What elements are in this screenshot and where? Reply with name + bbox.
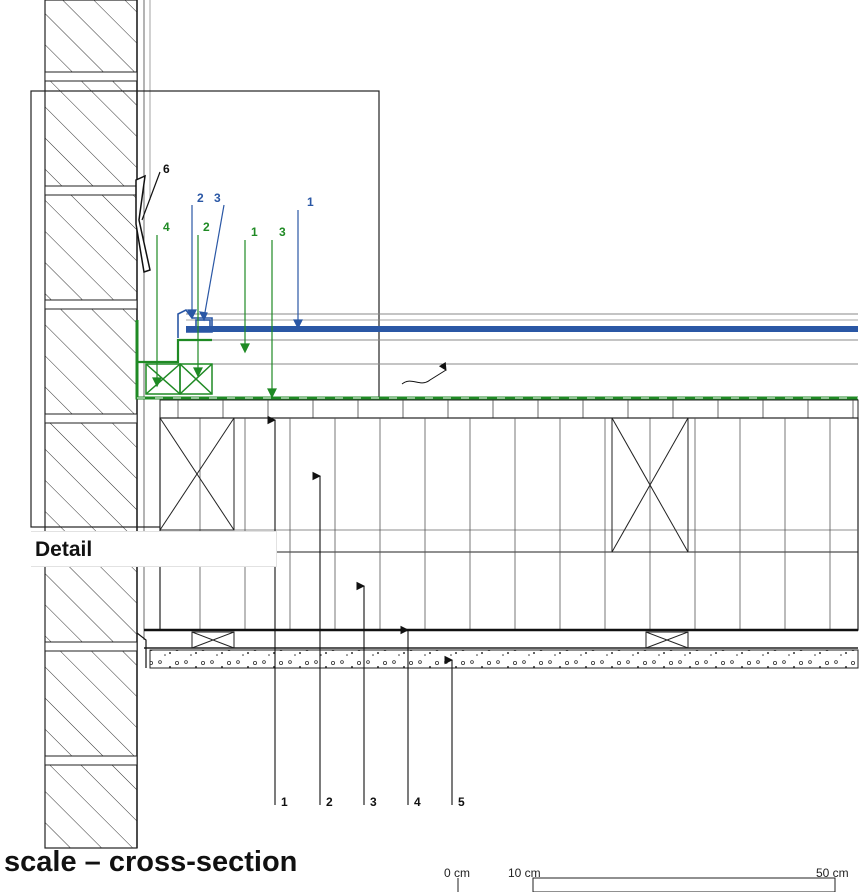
lower-callout-label: 4: [414, 795, 421, 809]
vapour-arrow: [401, 361, 447, 385]
blue-callouts: [187, 204, 303, 330]
decking-board-row: [159, 399, 859, 419]
lower-callouts: [267, 415, 454, 805]
lower-callout-label: 2: [326, 795, 333, 809]
blue-callout-labels: 2 3 1: [197, 191, 314, 209]
callout-6-label: 6: [163, 162, 170, 176]
green-callout-label: 3: [279, 225, 286, 239]
mortar-joints: [44, 71, 138, 766]
scale-label-0: 0 cm: [444, 866, 471, 880]
green-callout-label: 1: [251, 225, 258, 239]
blue-callout-label: 1: [307, 195, 314, 209]
scale-bar: [457, 877, 836, 892]
callout-6-leader: [141, 171, 161, 221]
scale-label-50: 50 cm: [816, 866, 849, 880]
structural-slab: [159, 417, 859, 631]
masonry-wall: [44, 0, 151, 849]
lower-callout-labels: 1 2 3 4 5: [281, 795, 465, 809]
blue-callout-label: 3: [214, 191, 221, 205]
scale-label-10: 10 cm: [508, 866, 541, 880]
drawing-caption: scale – cross-section: [4, 846, 298, 878]
roof-finish-layers: [152, 313, 858, 365]
lower-callout-label: 1: [281, 795, 288, 809]
green-callout-labels: 4 2 1 3: [163, 220, 286, 239]
curb-battens: [145, 363, 213, 395]
green-callout-label: 4: [163, 220, 170, 234]
blue-callout-label: 2: [197, 191, 204, 205]
ceiling-assembly: [136, 628, 859, 669]
detail-label: Detail: [31, 531, 277, 567]
green-callout-label: 2: [203, 220, 210, 234]
lower-callout-label: 5: [458, 795, 465, 809]
wall-flashing: [135, 174, 151, 273]
green-callouts: [152, 235, 277, 399]
lower-callout-label: 3: [370, 795, 377, 809]
